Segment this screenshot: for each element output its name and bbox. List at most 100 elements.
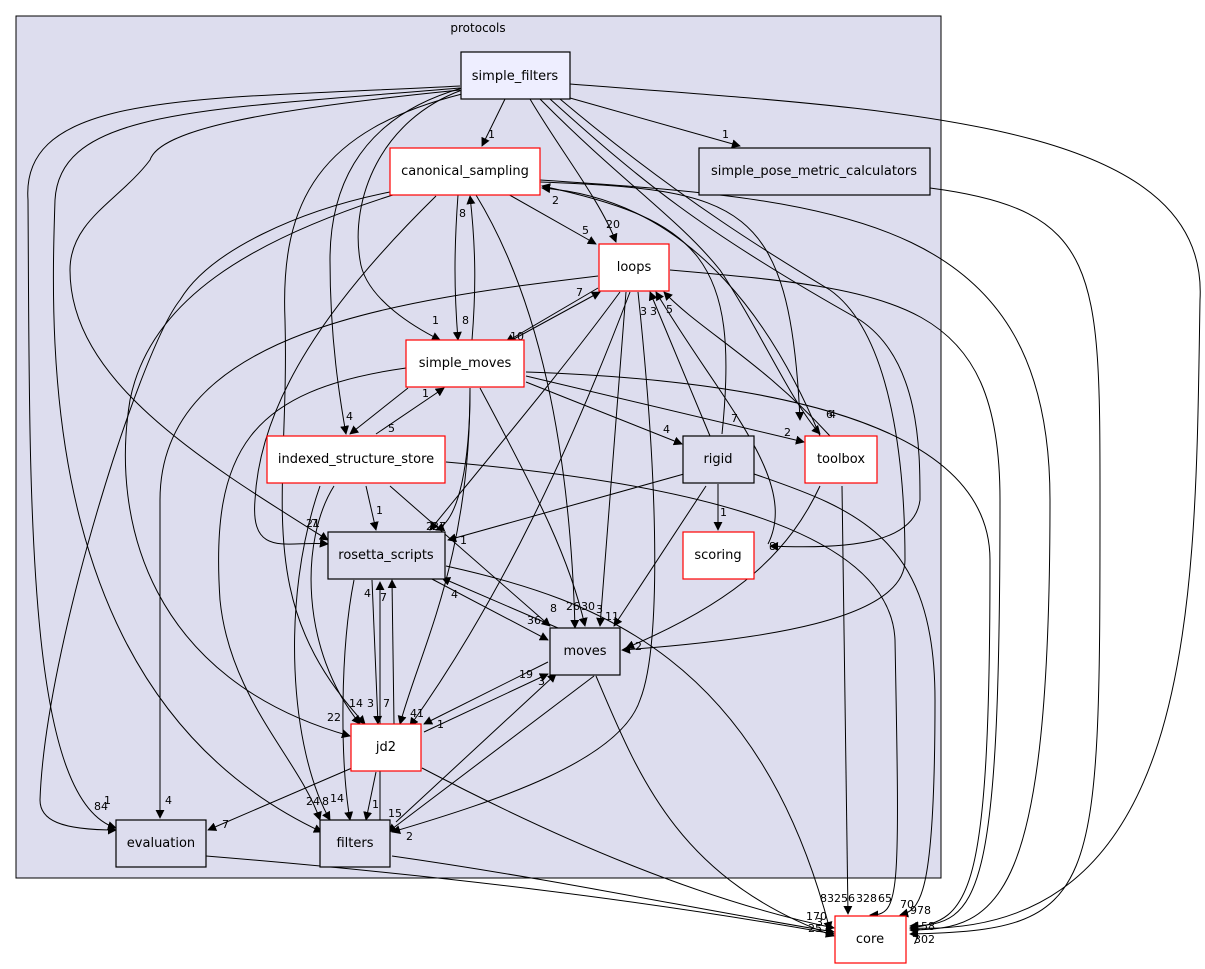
- node-toolbox[interactable]: toolbox: [804, 435, 878, 484]
- edge-label: 3: [816, 916, 823, 929]
- edge-label: 1: [488, 128, 495, 141]
- node-label: rigid: [703, 452, 732, 467]
- edge-label: 14: [330, 792, 344, 805]
- node-label: simple_filters: [472, 69, 559, 84]
- edge-label: 4: [364, 587, 371, 600]
- edge-label: 170: [806, 910, 827, 923]
- node-label: simple_moves: [419, 356, 512, 371]
- edge-label: 1: [437, 718, 444, 731]
- edge-label: 36: [527, 614, 541, 627]
- node-simple-moves[interactable]: simple_moves: [405, 339, 525, 388]
- cluster-label: protocols: [450, 21, 505, 35]
- node-rigid[interactable]: rigid: [682, 435, 755, 484]
- edge-label: 2: [784, 426, 791, 439]
- edge-label: 1: [376, 504, 383, 517]
- node-indexed-structure-store[interactable]: indexed_structure_store: [266, 435, 446, 484]
- edge-label: 8: [550, 602, 557, 615]
- cluster-protocols: protocols: [15, 15, 942, 879]
- edge-label: 70: [900, 898, 914, 911]
- edge-label: 978: [910, 904, 931, 917]
- edge-label: 7: [222, 818, 229, 831]
- node-filters[interactable]: filters: [319, 819, 391, 868]
- edge-label: 3: [596, 603, 603, 616]
- edge-label: 22: [327, 711, 341, 724]
- node-label: moves: [563, 644, 606, 659]
- edge-label: 4: [663, 423, 670, 436]
- edge-label: 20: [606, 218, 620, 231]
- edge-label: 8: [462, 314, 469, 327]
- edge-label: 3: [367, 697, 374, 710]
- node-label: filters: [336, 836, 373, 851]
- edge-label: 7: [311, 517, 318, 530]
- edge-label: 21: [306, 517, 320, 530]
- node-label: core: [856, 932, 884, 947]
- edge-label: 1: [720, 506, 727, 519]
- node-loops[interactable]: loops: [598, 243, 670, 292]
- node-label: loops: [617, 260, 652, 275]
- edge-label: 7: [731, 412, 738, 425]
- edge-label: 256: [834, 892, 855, 905]
- edge-label: 83: [820, 892, 834, 905]
- edge-label: 41: [410, 707, 424, 720]
- edge-label: 2: [635, 640, 642, 653]
- edge-label: 8: [322, 795, 329, 808]
- edge-label: 1: [422, 387, 429, 400]
- edge-label: 4: [346, 410, 353, 423]
- edge-label: 1: [460, 534, 467, 547]
- node-label: simple_pose_metric_calculators: [711, 164, 917, 179]
- edge-label: 11: [605, 610, 619, 623]
- edge-label: 65: [878, 892, 892, 905]
- edge-label: 4: [829, 408, 836, 421]
- edge-label: 15: [388, 807, 402, 820]
- edge-label: 158: [914, 920, 935, 933]
- edge-label: 8: [769, 540, 776, 553]
- node-core[interactable]: core: [834, 915, 907, 964]
- edge-label: 30: [581, 600, 595, 613]
- edge-labels: 1 1 20 1 4 5 8 8 2 7 10 3 3 5 5 1 4 2 7 …: [94, 128, 935, 947]
- edge-label: 7: [576, 286, 583, 299]
- node-label: rosetta_scripts: [338, 548, 434, 563]
- edge-label: 328: [856, 892, 877, 905]
- node-label: scoring: [694, 548, 741, 563]
- edge-label: 4: [165, 794, 172, 807]
- node-rosetta-scripts[interactable]: rosetta_scripts: [327, 531, 446, 580]
- node-scoring[interactable]: scoring: [682, 531, 755, 580]
- edge-label: 24: [306, 795, 320, 808]
- edge-label: 2: [426, 520, 433, 533]
- node-jd2[interactable]: jd2: [350, 723, 422, 772]
- node-label: evaluation: [127, 836, 195, 851]
- edge-label: 5: [582, 224, 589, 237]
- node-label: indexed_structure_store: [278, 452, 434, 467]
- node-simple-filters[interactable]: simple_filters: [460, 51, 571, 100]
- edge-label: 84: [94, 800, 108, 813]
- edge-label: 3: [650, 305, 657, 318]
- edge-label: 7: [383, 697, 390, 710]
- edge-label: 26: [566, 600, 580, 613]
- edge-label: 1: [722, 128, 729, 141]
- edge-label: 7: [380, 591, 387, 604]
- edge-label: 8: [459, 207, 466, 220]
- edge-label: 2: [552, 194, 559, 207]
- edge-label: 1: [104, 794, 111, 807]
- node-canonical-sampling[interactable]: canonical_sampling: [389, 147, 541, 196]
- edge-label: 5: [666, 303, 673, 316]
- node-label: jd2: [375, 740, 396, 755]
- edge-label: 1: [432, 314, 439, 327]
- node-simple-pose-metric-calculators[interactable]: simple_pose_metric_calculators: [698, 147, 931, 196]
- edge-label: 5: [388, 422, 395, 435]
- edge-label: 3: [640, 305, 647, 318]
- edges: [27, 83, 1201, 939]
- edge-label: 4: [451, 588, 458, 601]
- edge-label: 2: [406, 830, 413, 843]
- node-label: toolbox: [817, 452, 865, 467]
- edge-label: 6: [826, 408, 833, 421]
- edge-label: 302: [914, 933, 935, 946]
- node-evaluation[interactable]: evaluation: [115, 819, 207, 868]
- node-moves[interactable]: moves: [549, 627, 621, 676]
- node-label: canonical_sampling: [401, 164, 529, 179]
- edge-label: 3: [538, 675, 545, 688]
- edge-label: 19: [519, 668, 533, 681]
- edge-label: 1: [372, 798, 379, 811]
- edge-label: 25: [808, 922, 822, 935]
